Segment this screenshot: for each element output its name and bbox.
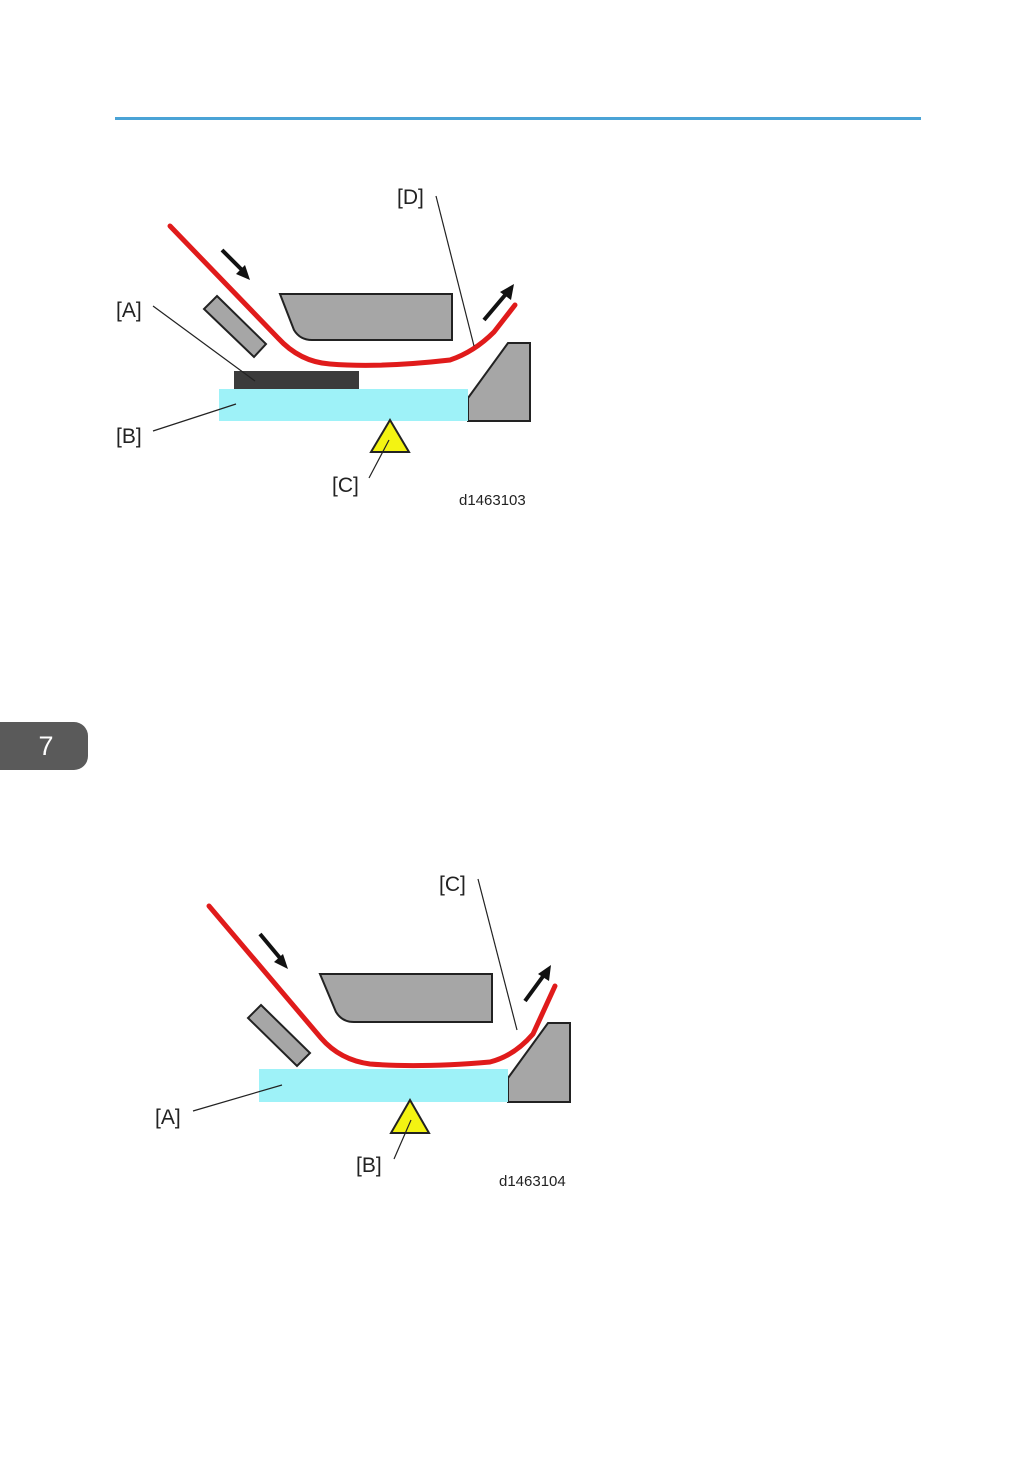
exit-direction-arrow-line [525, 975, 544, 1001]
feed-direction-arrow-line [260, 934, 280, 958]
callout-c: [C] [439, 873, 466, 896]
figure-code: d1463104 [499, 1173, 566, 1190]
sensor-triangle [391, 1100, 429, 1133]
upper-guide [320, 974, 492, 1022]
callout-a: [A] [155, 1106, 181, 1129]
exposure-glass [259, 1069, 508, 1102]
exit-guide [508, 1023, 570, 1102]
callout-b: [B] [356, 1154, 382, 1177]
